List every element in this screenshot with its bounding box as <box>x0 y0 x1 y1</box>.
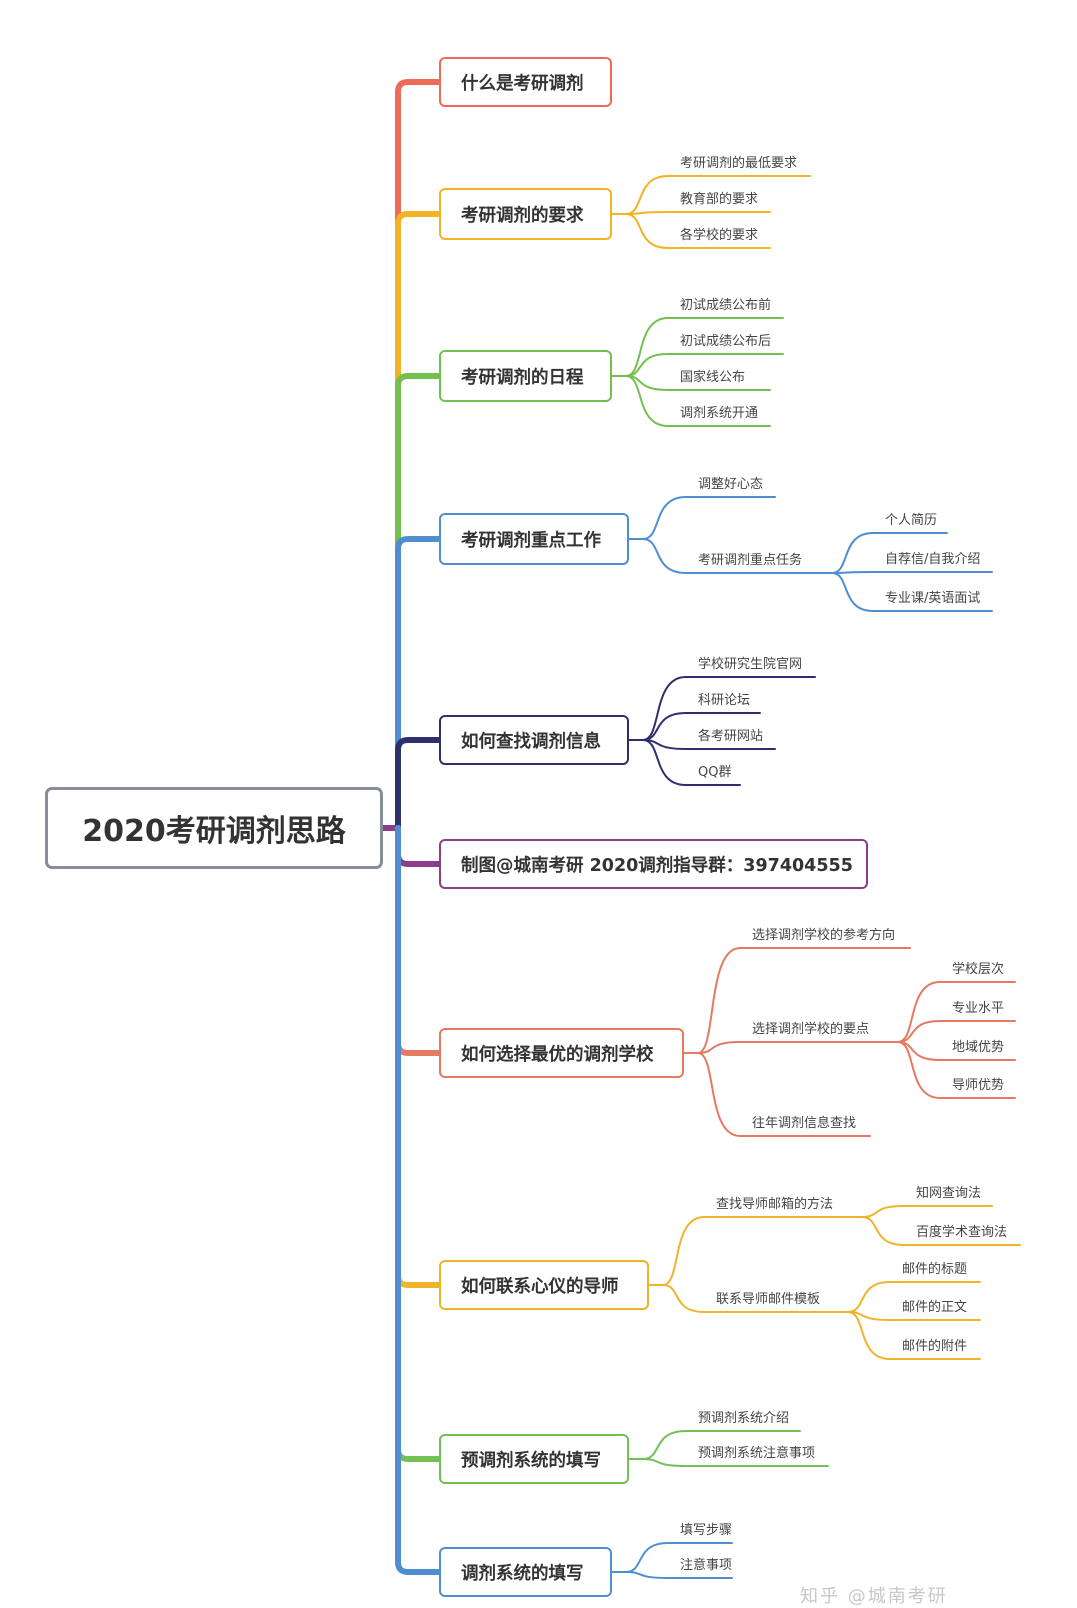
leaf-contact-tutor-1-1[interactable]: 邮件的正文 <box>902 1300 968 1315</box>
root-topic[interactable]: 2020考研调剂思路 <box>45 787 383 869</box>
trunk-key-work <box>395 536 442 831</box>
trunk-what <box>395 79 442 831</box>
branch-req-2 <box>625 213 669 249</box>
branch-contact-tutor-1-0 <box>847 1281 891 1313</box>
subtopic-req-1[interactable]: 教育部的要求 <box>680 192 759 207</box>
trunk-fill <box>395 825 442 1575</box>
topic-req[interactable]: 考研调剂的要求 <box>439 188 612 240</box>
branch-contact-tutor-0-0 <box>861 1205 905 1218</box>
branch-schedule-3 <box>625 375 669 427</box>
subtopic-find-info-3[interactable]: QQ群 <box>698 765 732 780</box>
topic-find-info[interactable]: 如何查找调剂信息 <box>439 715 629 765</box>
subtopic-contact-tutor-1[interactable]: 联系导师邮件模板 <box>716 1292 821 1307</box>
leaf-choose-school-1-2[interactable]: 地域优势 <box>952 1040 1005 1055</box>
branch-key-work-1-0 <box>831 532 874 574</box>
leaf-choose-school-1-1[interactable]: 专业水平 <box>952 1001 1005 1016</box>
trunk-schedule <box>395 373 442 831</box>
topic-key-work[interactable]: 考研调剂重点工作 <box>439 513 629 565</box>
branch-req-0 <box>625 175 669 215</box>
branch-schedule-0 <box>625 317 669 377</box>
subtopic-find-info-0[interactable]: 学校研究生院官网 <box>698 657 803 672</box>
branch-pre-fill-1 <box>642 1458 687 1467</box>
subtopic-pre-fill-1[interactable]: 预调剂系统注意事项 <box>698 1446 816 1461</box>
branch-contact-tutor-1 <box>662 1284 705 1313</box>
subtopic-req-2[interactable]: 各学校的要求 <box>680 228 759 243</box>
leaf-contact-tutor-0-0[interactable]: 知网查询法 <box>916 1186 982 1201</box>
leaf-choose-school-1-3[interactable]: 导师优势 <box>952 1078 1005 1093</box>
subtopic-fill-1[interactable]: 注意事项 <box>680 1558 733 1573</box>
leaf-key-work-1-2[interactable]: 专业课/英语面试 <box>885 591 981 606</box>
branch-contact-tutor-0 <box>662 1216 705 1286</box>
subtopic-find-info-1[interactable]: 科研论坛 <box>698 693 751 708</box>
subtopic-key-work-1[interactable]: 考研调剂重点任务 <box>698 553 803 568</box>
branch-choose-school-1-1 <box>897 1020 941 1043</box>
subtopic-find-info-2[interactable]: 各考研网站 <box>698 729 764 744</box>
branch-find-info-3 <box>642 739 687 786</box>
leaf-contact-tutor-0-1[interactable]: 百度学术查询法 <box>916 1225 1008 1240</box>
branch-key-work-1-2 <box>831 572 874 612</box>
branch-choose-school-1 <box>697 1041 741 1054</box>
trunk-req <box>395 211 442 831</box>
branch-contact-tutor-0-1 <box>861 1216 905 1246</box>
leaf-contact-tutor-1-0[interactable]: 邮件的标题 <box>902 1262 968 1277</box>
subtopic-schedule-3[interactable]: 调剂系统开通 <box>680 406 759 421</box>
branch-key-work-1 <box>642 538 687 574</box>
branch-fill-1 <box>625 1571 669 1579</box>
subtopic-req-0[interactable]: 考研调剂的最低要求 <box>680 156 798 171</box>
branch-choose-school-0 <box>697 947 741 1054</box>
leaf-contact-tutor-1-2[interactable]: 邮件的附件 <box>902 1339 968 1354</box>
trunk-contact-tutor <box>395 825 442 1288</box>
trunk-credit <box>395 825 442 867</box>
subtopic-pre-fill-0[interactable]: 预调剂系统介绍 <box>698 1411 790 1426</box>
branch-choose-school-1-0 <box>897 981 941 1043</box>
leaf-choose-school-1-0[interactable]: 学校层次 <box>952 962 1005 977</box>
topic-pre-fill[interactable]: 预调剂系统的填写 <box>439 1434 629 1484</box>
topic-fill[interactable]: 调剂系统的填写 <box>439 1547 612 1597</box>
branch-choose-school-2 <box>697 1052 741 1137</box>
subtopic-key-work-0[interactable]: 调整好心态 <box>698 477 764 492</box>
topic-choose-school[interactable]: 如何选择最优的调剂学校 <box>439 1028 684 1078</box>
trunk-pre-fill <box>395 825 442 1462</box>
subtopic-choose-school-2[interactable]: 往年调剂信息查找 <box>752 1116 857 1131</box>
subtopic-contact-tutor-0[interactable]: 查找导师邮箱的方法 <box>716 1197 834 1212</box>
leaf-key-work-1-1[interactable]: 自荐信/自我介绍 <box>885 552 981 567</box>
subtopic-choose-school-0[interactable]: 选择调剂学校的参考方向 <box>752 928 896 943</box>
topic-what[interactable]: 什么是考研调剂 <box>439 57 612 107</box>
branch-key-work-1-1 <box>831 571 874 574</box>
branch-key-work-0 <box>642 496 687 540</box>
branch-find-info-0 <box>642 676 687 741</box>
topic-credit[interactable]: 制图@城南考研 2020调剂指导群：397404555 <box>439 839 868 889</box>
topic-contact-tutor[interactable]: 如何联系心仪的导师 <box>439 1260 649 1310</box>
branch-contact-tutor-1-2 <box>847 1311 891 1360</box>
subtopic-choose-school-1[interactable]: 选择调剂学校的要点 <box>752 1022 870 1037</box>
watermark: 知乎 @城南考研 <box>800 1586 948 1607</box>
subtopic-schedule-1[interactable]: 初试成绩公布后 <box>680 334 772 349</box>
leaf-key-work-1-0[interactable]: 个人简历 <box>885 513 938 528</box>
subtopic-schedule-2[interactable]: 国家线公布 <box>680 370 746 385</box>
branch-fill-0 <box>625 1542 669 1573</box>
branch-find-info-1 <box>642 712 687 741</box>
subtopic-schedule-0[interactable]: 初试成绩公布前 <box>680 298 772 313</box>
topic-schedule[interactable]: 考研调剂的日程 <box>439 350 612 402</box>
trunk-find-info <box>395 737 442 831</box>
subtopic-fill-0[interactable]: 填写步骤 <box>680 1523 733 1538</box>
branch-choose-school-1-3 <box>897 1041 941 1099</box>
branch-pre-fill-0 <box>642 1430 687 1460</box>
